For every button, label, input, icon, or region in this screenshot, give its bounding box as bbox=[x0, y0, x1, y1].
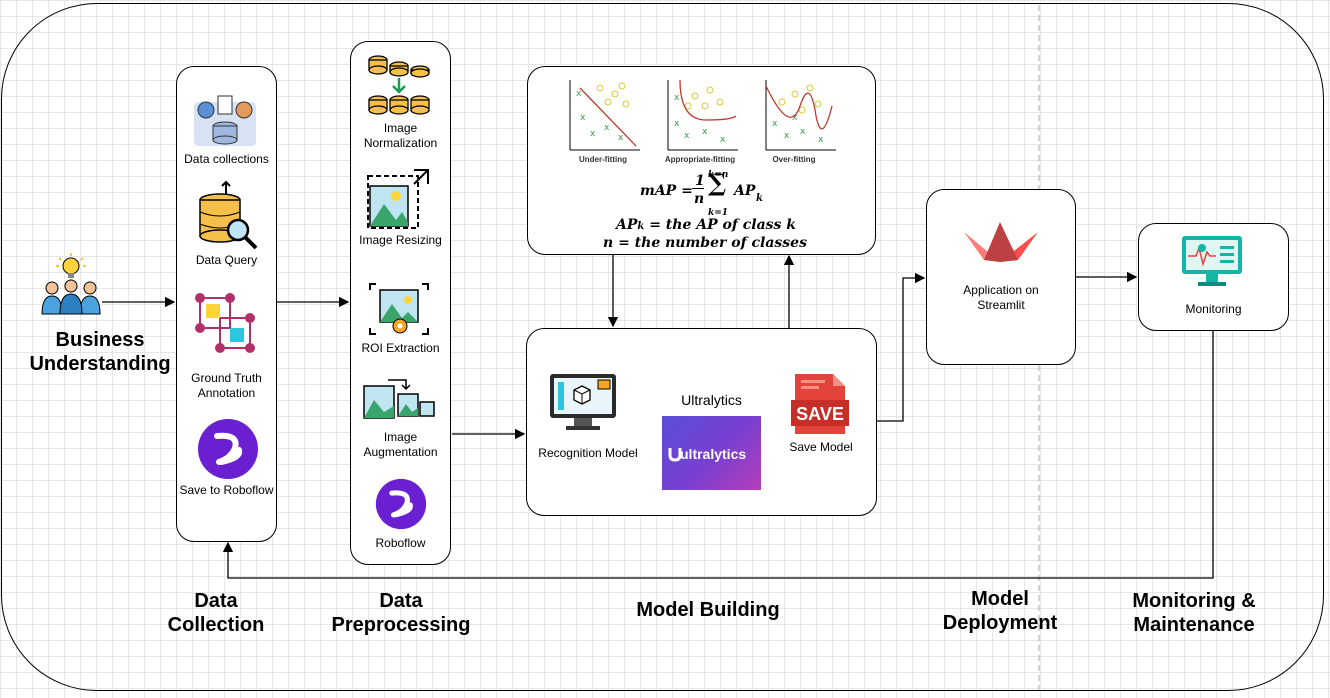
deployment-box bbox=[926, 189, 1076, 365]
recognition-model-label: Recognition Model bbox=[538, 446, 638, 460]
map-formula: mAP = 1 n k=n ∑ k=1 AP k bbox=[630, 168, 830, 218]
svg-text:x: x bbox=[818, 135, 824, 145]
map-term: AP bbox=[734, 183, 756, 199]
annotation-icon bbox=[195, 293, 255, 353]
appropriate-fitting-caption: Appropriate-fitting bbox=[664, 155, 736, 164]
stage-model-building: Model Building bbox=[636, 599, 780, 621]
recognition-model-monitor-icon bbox=[550, 374, 616, 430]
under-fitting-caption: Under-fitting bbox=[579, 155, 627, 164]
streamlit-app-label: Application on Streamlit bbox=[963, 283, 1039, 312]
n-definition: n = the number of classes bbox=[603, 235, 807, 251]
svg-text:x: x bbox=[580, 113, 586, 123]
svg-text:x: x bbox=[772, 119, 778, 129]
stage-data-preprocessing: Data Preprocessing bbox=[331, 590, 471, 636]
save-roboflow-label: Save to Roboflow bbox=[179, 483, 274, 497]
image-normalization-label: Image Normalization bbox=[363, 121, 438, 150]
svg-text:x: x bbox=[784, 131, 790, 141]
svg-text:x: x bbox=[684, 131, 690, 141]
stage-data-collection: Data Collection bbox=[167, 590, 265, 636]
ground-truth-label: Ground Truth Annotation bbox=[191, 371, 262, 400]
svg-text:x: x bbox=[576, 89, 582, 99]
svg-text:x: x bbox=[800, 127, 806, 137]
stage-business-understanding: Business Understanding bbox=[29, 329, 171, 375]
metrics-box bbox=[527, 66, 876, 255]
ultralytics-logo-card: ultralytics bbox=[662, 416, 761, 490]
apk-definition: APk = the AP of class k bbox=[600, 216, 810, 236]
data-collections-label: Data collections bbox=[184, 152, 269, 166]
ultralytics-title: Ultralytics bbox=[681, 392, 742, 408]
sum-top: k=n bbox=[708, 170, 729, 180]
map-sub: k bbox=[756, 193, 763, 204]
roboflow-label: Roboflow bbox=[375, 536, 426, 550]
save-model-label: Save Model bbox=[789, 440, 853, 454]
data-query-label: Data Query bbox=[195, 253, 258, 267]
map-lhs: mAP = bbox=[640, 183, 693, 199]
outer-frame bbox=[1, 3, 1324, 691]
coins-normalization-icon bbox=[368, 55, 430, 115]
stage-monitoring-maintenance: Monitoring & Maintenance bbox=[1132, 590, 1256, 636]
svg-text:x: x bbox=[604, 123, 610, 133]
apk-rhs: = the AP of class k bbox=[644, 217, 796, 233]
roboflow-logo-icon bbox=[375, 478, 427, 530]
monitoring-label: Monitoring bbox=[1185, 302, 1242, 316]
image-resizing-label: Image Resizing bbox=[359, 233, 442, 247]
roi-extraction-icon bbox=[369, 283, 429, 335]
business-team-idea-icon bbox=[41, 253, 101, 315]
data-collections-icon bbox=[194, 95, 256, 146]
apk-sub: k bbox=[637, 221, 645, 232]
map-frac-den: n bbox=[694, 191, 705, 207]
roboflow-logo-icon bbox=[198, 419, 258, 479]
svg-text:x: x bbox=[618, 133, 624, 143]
save-badge-text: SAVE bbox=[796, 404, 844, 424]
roi-extraction-label: ROI Extraction bbox=[361, 341, 440, 355]
sum-symbol-icon: ∑ bbox=[708, 168, 727, 197]
monitoring-screen-icon bbox=[1182, 236, 1242, 286]
svg-text:x: x bbox=[590, 129, 596, 139]
svg-text:x: x bbox=[674, 119, 680, 129]
map-frac-num: 1 bbox=[695, 173, 705, 189]
ultralytics-mark-icon bbox=[668, 448, 682, 462]
svg-text:x: x bbox=[792, 113, 798, 123]
image-resize-icon bbox=[367, 169, 429, 229]
ultralytics-logo-text: ultralytics bbox=[680, 446, 747, 462]
apk-lhs: AP bbox=[616, 217, 638, 233]
save-file-icon: SAVE bbox=[791, 374, 849, 434]
image-augmentation-label: Image Augmentation bbox=[363, 430, 438, 459]
svg-text:x: x bbox=[702, 127, 708, 137]
sum-bottom: k=1 bbox=[708, 208, 729, 218]
streamlit-logo-icon bbox=[964, 222, 1038, 262]
over-fitting-caption: Over-fitting bbox=[772, 155, 816, 164]
stage-model-deployment: Model Deployment bbox=[942, 588, 1058, 634]
database-search-icon bbox=[199, 180, 258, 250]
image-augmentation-icon bbox=[363, 379, 435, 419]
svg-text:x: x bbox=[720, 135, 726, 145]
svg-text:x: x bbox=[674, 93, 680, 103]
